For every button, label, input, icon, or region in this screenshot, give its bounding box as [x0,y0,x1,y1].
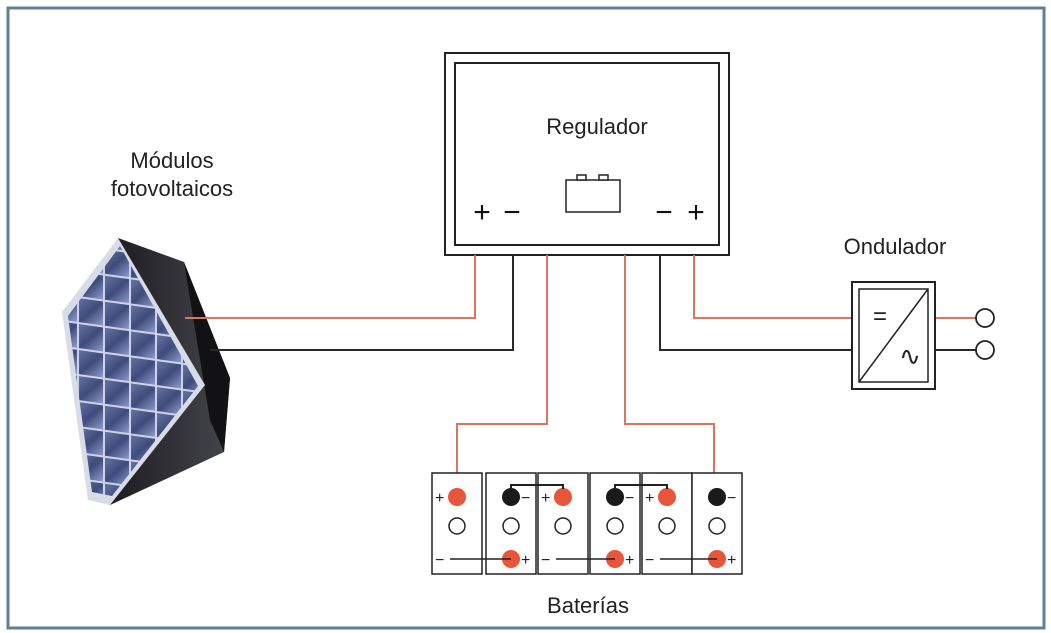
batteries-label: Baterías [547,593,629,618]
vent-cap [606,517,624,535]
inverter-dc-symbol: = [873,303,887,330]
battery-cell: −+ [589,472,641,575]
series-link [614,484,668,489]
inverter-negative-wire [659,255,852,351]
negative-terminal [502,488,520,506]
positive-terminal [658,488,676,506]
wires [185,255,976,496]
negative-terminal [606,488,624,506]
regulator-left-minus: − [503,196,521,229]
terminal-sign: − [727,490,736,507]
battery-negative-wire [624,255,715,496]
vent-cap [448,517,466,535]
battery-cell: −+ [691,472,743,575]
panel-negative-wire [210,255,514,351]
terminal-sign: + [727,552,736,569]
battery-symbol-icon [565,174,621,213]
regulator-right-minus: − [655,196,673,229]
terminal-sign: + [521,552,530,569]
inverter-ac-symbol: ∿ [899,341,921,371]
regulator-left-plus: + [473,196,491,229]
terminal-sign: − [521,490,530,507]
terminal-sign: − [435,552,444,569]
modules-label-line1: Módulos [130,148,213,173]
battery-cell: +− [431,472,483,575]
terminal-sign: + [645,490,654,507]
vent-cap [502,517,520,535]
battery-positive-wire [456,255,548,496]
battery-cell: +− [641,472,693,575]
regulator-label: Regulador [546,114,648,139]
positive-terminal [554,488,572,506]
battery-cell: −+ [485,472,537,575]
terminal-sign: + [435,490,444,507]
modules-label-line2: fotovoltaicos [111,176,233,201]
vent-cap [708,517,726,535]
panel-positive-wire [185,255,476,319]
battery-bank: +−−++−−++−−+ [431,472,743,575]
terminal-sign: + [541,490,550,507]
vent-cap [658,517,676,535]
inverter-positive-wire [693,255,852,319]
image-border [6,6,1046,630]
terminal-sign: − [625,490,634,507]
inverter-label: Ondulador [844,234,947,259]
battery-cell: +− [537,472,589,575]
inverter-box [851,281,936,390]
output-terminal-1 [975,308,995,328]
output-terminal-2 [975,340,995,360]
positive-terminal [448,488,466,506]
regulator-box [444,52,730,256]
regulator-right-plus: + [687,196,705,229]
solar-panel-icon [62,238,230,505]
series-link [510,484,564,489]
terminal-sign: + [625,552,634,569]
terminal-sign: − [645,552,654,569]
terminal-sign: − [541,552,550,569]
negative-terminal [708,488,726,506]
vent-cap [554,517,572,535]
